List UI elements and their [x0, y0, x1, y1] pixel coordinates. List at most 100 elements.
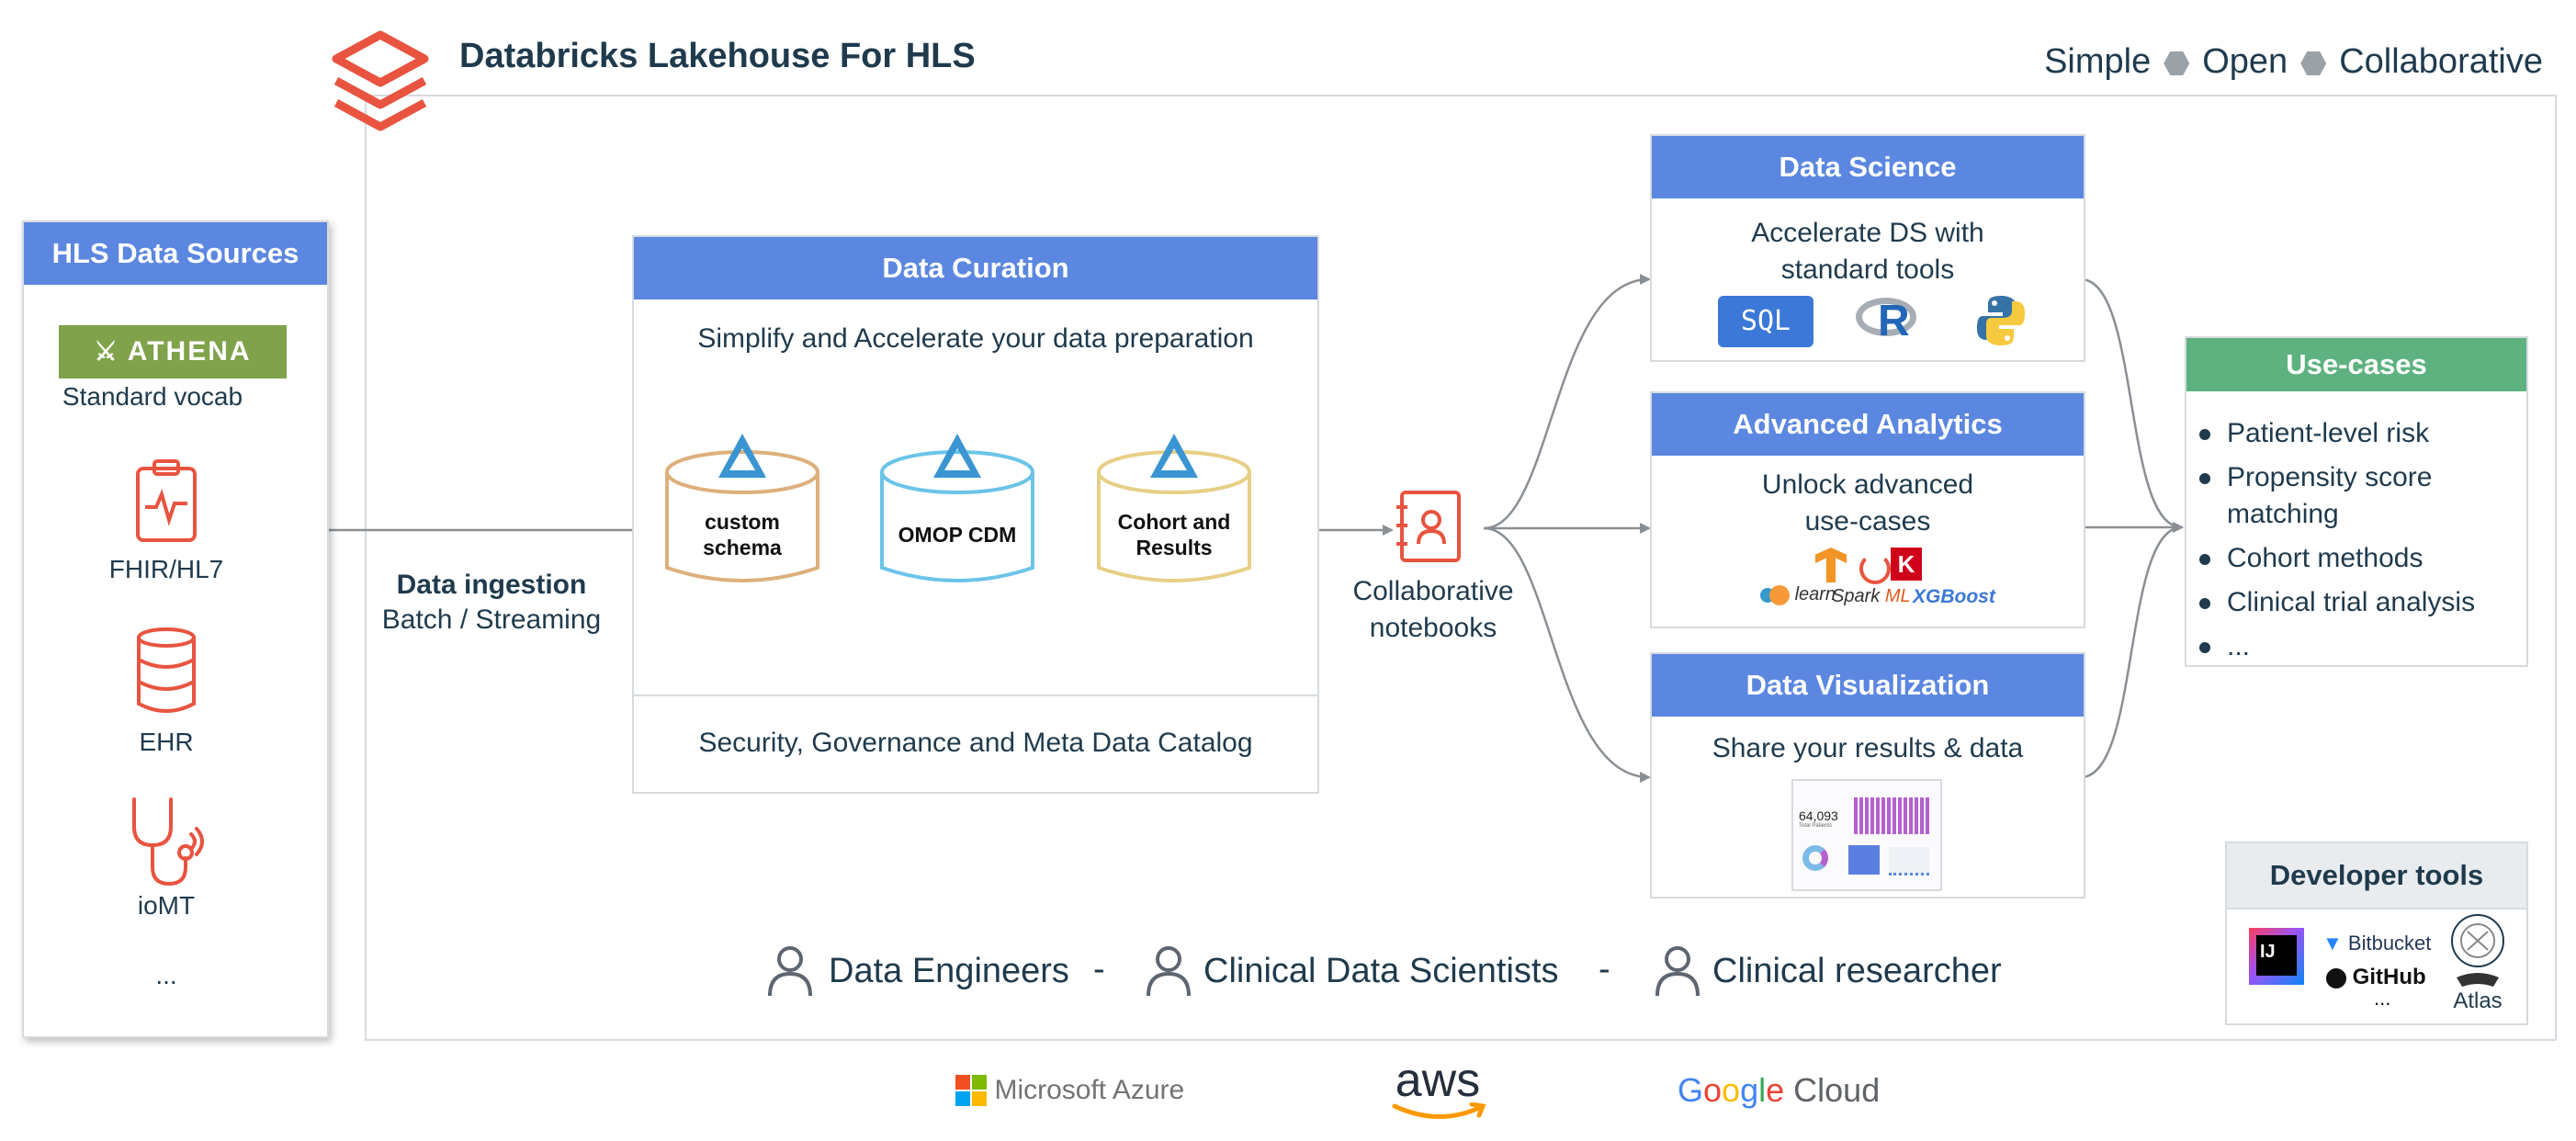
- clipboard-heartbeat-icon: [136, 459, 197, 542]
- microsoft-azure-logo: Microsoft Azure: [955, 1075, 1184, 1112]
- arrow-ds-to-usecases: [2080, 277, 2184, 533]
- dashboard-bars: [1854, 797, 1931, 834]
- bitbucket-logo: ▼ Bitbucket: [2322, 932, 2432, 955]
- notebook-icon: [1395, 489, 1464, 564]
- developer-tools-header: Developer tools: [2227, 843, 2526, 909]
- hexagon-icon: [2300, 51, 2327, 75]
- sklearn-dots-icon: [1769, 584, 1790, 605]
- persona-clinical-data-scientists: Clinical Data Scientists: [1203, 952, 1559, 990]
- database-icon: [137, 627, 196, 713]
- python-logo-icon: [1977, 296, 2025, 345]
- databricks-logo-icon: [332, 30, 429, 131]
- data-science-header: Data Science: [1652, 136, 2084, 198]
- data-curation-footer: Security, Governance and Meta Data Catal…: [698, 728, 1253, 758]
- persona-data-engineers: Data Engineers: [829, 952, 1069, 990]
- persona-separator: -: [1093, 950, 1105, 988]
- use-cases-header: Use-cases: [2186, 338, 2526, 391]
- page-title: Databricks Lakehouse For HLS: [459, 37, 976, 75]
- data-science-panel: Data Science Accelerate DS with standard…: [1650, 134, 2085, 362]
- source-iomt: ioMT: [137, 891, 196, 920]
- use-cases-list: Patient-level risk Propensity score matc…: [2199, 415, 2517, 672]
- data-visualization-text: Share your results & data: [1712, 733, 2024, 763]
- data-sources-panel: HLS Data Sources ⚔ ATHENA Standard vocab…: [22, 220, 329, 1038]
- stage-custom-schema-label: custom schema: [703, 510, 782, 559]
- dashboard-map: [1889, 847, 1929, 876]
- data-visualization-header: Data Visualization: [1652, 654, 2084, 717]
- dashboard-kpi: 64,093: [1799, 808, 1838, 823]
- bitbucket-icon: ▼: [2322, 932, 2343, 955]
- curation-divider: [634, 695, 1317, 696]
- athena-helmet-icon: ⚔: [94, 337, 119, 366]
- atlas-label: Atlas: [2453, 988, 2503, 1013]
- arrow-viz-to-usecases: [2080, 522, 2184, 779]
- github-logo: GitHub: [2326, 965, 2426, 990]
- delta-icon: [933, 434, 981, 478]
- aws-logo: aws: [1387, 1055, 1488, 1124]
- data-ingestion-label: Data ingestion Batch / Streaming: [367, 570, 616, 636]
- microsoft-squares-icon: [955, 1075, 987, 1106]
- athena-logo: ⚔ ATHENA: [59, 325, 287, 378]
- persona-clinical-researcher: Clinical researcher: [1712, 952, 2002, 990]
- sql-logo: SQL: [1718, 296, 1813, 347]
- persona-separator: -: [1599, 950, 1610, 988]
- atlas-logo-icon: [2451, 914, 2504, 987]
- intellij-logo: IJ: [2249, 928, 2304, 985]
- stage-omop-cdm-label: OMOP CDM: [898, 523, 1017, 547]
- spark-ml-logo: Spark ML: [1832, 586, 1911, 606]
- data-curation-header: Data Curation: [634, 237, 1317, 299]
- stethoscope-wireless-icon: [132, 797, 204, 887]
- stage-cohort-results: Cohort and Results: [1095, 430, 1253, 593]
- ingestion-subtitle: Batch / Streaming: [381, 604, 602, 635]
- data-science-text: Accelerate DS with standard tools: [1751, 218, 1984, 285]
- ingestion-title: Data ingestion: [396, 570, 587, 600]
- stage-omop-cdm: OMOP CDM: [878, 430, 1036, 593]
- source-more: ...: [155, 961, 177, 989]
- pytorch-logo-icon: [1859, 553, 1891, 584]
- dashboard-donut: [1802, 845, 1828, 871]
- tagline-open: Open: [2202, 42, 2288, 81]
- xgboost-logo: XGBoost: [1913, 586, 1995, 607]
- person-icon: [1147, 946, 1191, 997]
- google-cloud-logo: Google Cloud: [1678, 1071, 1881, 1109]
- delta-icon: [718, 434, 766, 478]
- dev-tools-more: ...: [2374, 987, 2391, 1010]
- tensorflow-logo-icon: [1815, 548, 1847, 582]
- data-visualization-panel: Data Visualization Share your results & …: [1650, 652, 2085, 898]
- advanced-analytics-header: Advanced Analytics: [1652, 393, 2084, 456]
- keras-logo: K: [1891, 548, 1922, 581]
- source-ehr: EHR: [139, 728, 194, 756]
- use-case-item: Cohort methods: [2199, 540, 2517, 577]
- dashboard-thumbnail: 64,093 Total Patients: [1791, 779, 1942, 891]
- use-case-item: Propensity score matching: [2199, 459, 2517, 533]
- use-case-item: Clinical trial analysis: [2199, 584, 2517, 621]
- data-curation-subtitle: Simplify and Accelerate your data prepar…: [697, 323, 1254, 354]
- use-case-item: Patient-level risk: [2199, 415, 2517, 452]
- stage-custom-schema: custom schema: [663, 430, 821, 593]
- person-icon: [1655, 946, 1700, 997]
- delta-icon: [1150, 434, 1198, 478]
- tagline-collaborative: Collaborative: [2339, 42, 2543, 81]
- r-logo: R: [1856, 292, 1920, 347]
- tagline-simple: Simple: [2044, 42, 2152, 81]
- sklearn-logo: learn: [1760, 584, 1836, 605]
- data-sources-header: HLS Data Sources: [24, 222, 327, 285]
- tagline: Simple Open Collaborative: [2044, 42, 2543, 82]
- arrow-notebooks-to-viz: [1483, 526, 1651, 783]
- source-fhir-hl7: FHIR/HL7: [108, 555, 224, 583]
- dashboard-kpi-label: Total Patients: [1799, 823, 1833, 829]
- use-cases-panel: Use-cases Patient-level risk Propensity …: [2185, 336, 2528, 667]
- arrow-notebooks-to-ds: [1483, 274, 1651, 530]
- advanced-analytics-text: Unlock advanced use-cases: [1761, 469, 1974, 537]
- collaborative-notebooks-label: Collaborative notebooks: [1352, 576, 1514, 643]
- use-case-item: ...: [2199, 628, 2517, 665]
- hexagon-icon: [2164, 51, 2190, 75]
- github-octocat-icon: [2326, 967, 2346, 988]
- lakehouse-frame: [365, 95, 2557, 1041]
- source-standard-vocab: Standard vocab: [62, 382, 243, 411]
- person-icon: [768, 946, 812, 997]
- developer-tools-panel: Developer tools IJ ▼ Bitbucket GitHub ..…: [2225, 842, 2528, 1025]
- dashboard-heatmap: [1848, 845, 1880, 875]
- advanced-analytics-panel: Advanced Analytics Unlock advanced use-c…: [1650, 391, 2085, 628]
- aws-smile-icon: [1392, 1102, 1486, 1119]
